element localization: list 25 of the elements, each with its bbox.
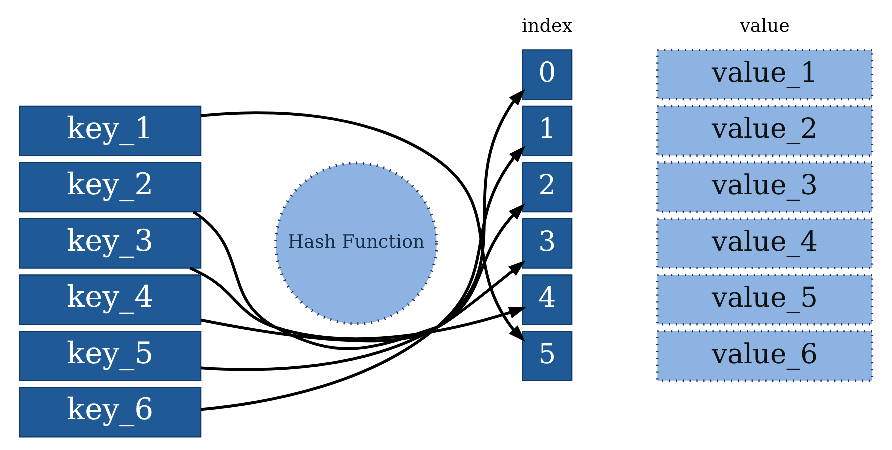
node-box: 3 bbox=[522, 218, 573, 269]
node-box: 2 bbox=[522, 162, 573, 213]
node-box: key_1 bbox=[19, 106, 202, 156]
node-box: 4 bbox=[522, 274, 573, 326]
node-circle: Hash Function bbox=[274, 162, 438, 326]
label: index bbox=[522, 16, 573, 38]
arrow bbox=[201, 203, 526, 372]
node-box: key_5 bbox=[19, 330, 202, 382]
node-box: 0 bbox=[522, 50, 573, 100]
node-box: value_2 bbox=[656, 105, 874, 157]
node-box: key_6 bbox=[19, 387, 202, 438]
node-box: value_3 bbox=[656, 162, 874, 214]
node-box: key_4 bbox=[19, 274, 202, 326]
node-box: value_1 bbox=[656, 49, 874, 101]
node-box: 5 bbox=[522, 330, 573, 382]
label: value bbox=[740, 16, 790, 38]
node-box: key_2 bbox=[19, 162, 202, 213]
arrow bbox=[190, 267, 527, 340]
node-box: value_5 bbox=[656, 274, 874, 326]
arrow bbox=[201, 146, 526, 412]
node-box: key_3 bbox=[19, 218, 202, 269]
node-box: 1 bbox=[522, 106, 573, 156]
arrow bbox=[192, 211, 526, 350]
node-box: value_6 bbox=[656, 330, 874, 382]
node-box: value_4 bbox=[656, 218, 874, 270]
